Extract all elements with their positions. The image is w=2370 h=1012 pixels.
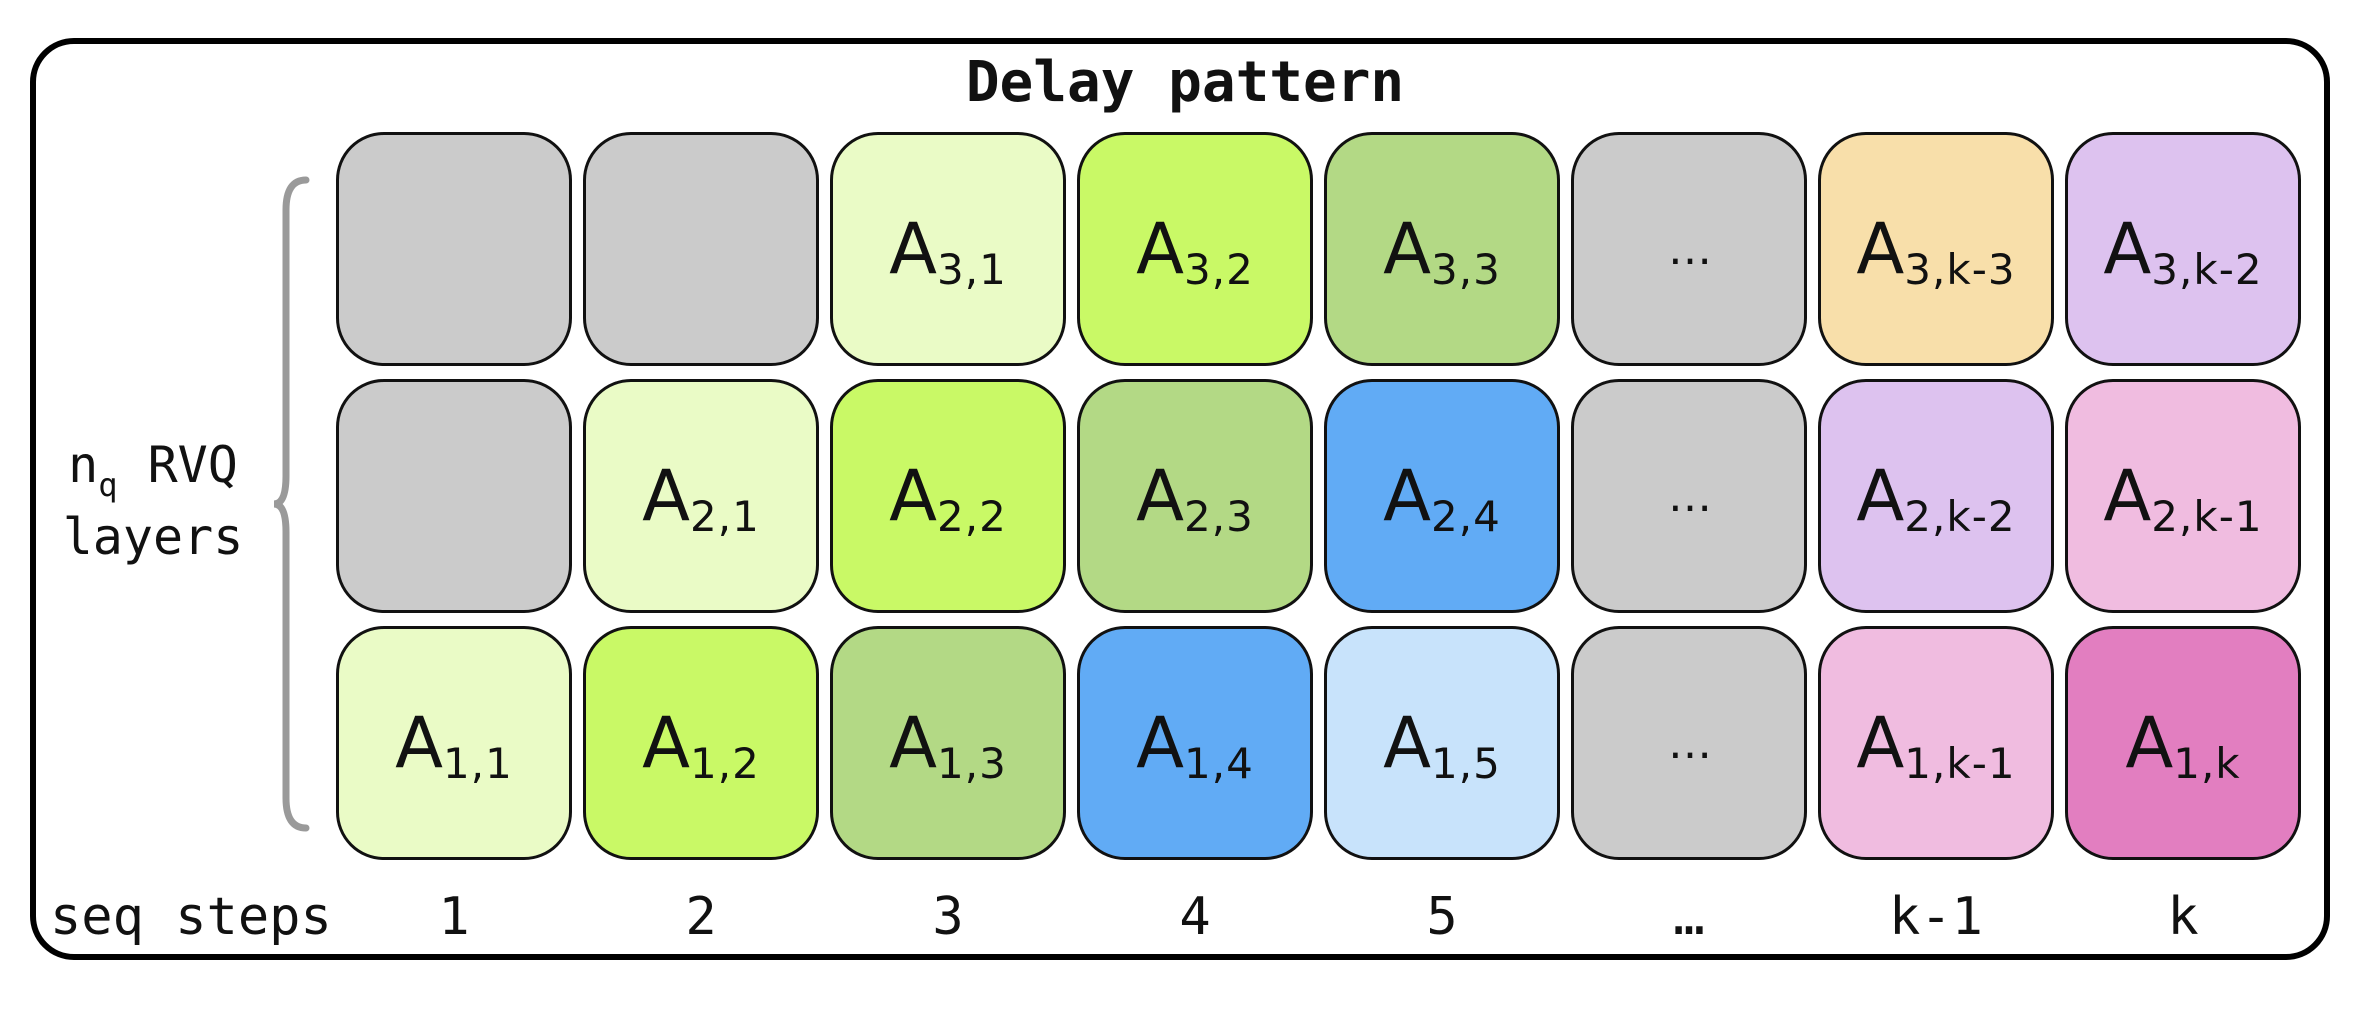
empty-cell <box>336 379 572 613</box>
token-base: A <box>642 702 691 784</box>
token-subscript: 2,1 <box>690 491 760 541</box>
token-subscript: 1,3 <box>937 738 1007 788</box>
token-base: A <box>642 455 691 537</box>
token-base: A <box>1856 455 1905 537</box>
token-base: … <box>1668 470 1712 522</box>
token-subscript: 1,5 <box>1431 738 1501 788</box>
seq-step-label: 2 <box>685 887 717 947</box>
token-subscript: 1,4 <box>1184 738 1254 788</box>
token-subscript: 3,k-2 <box>2151 244 2263 294</box>
token-base: A <box>1383 208 1432 290</box>
token-base: A <box>889 208 938 290</box>
rvq-layers-subscript: q <box>98 466 118 504</box>
rvq-layers-label-line1: nq RVQ <box>38 432 268 504</box>
diagram-title: Delay pattern <box>965 50 1405 115</box>
seq-step-label: k-1 <box>1889 887 1983 947</box>
token-base: A <box>2103 455 2152 537</box>
token-base: A <box>395 702 444 784</box>
seq-step-label: 3 <box>932 887 964 947</box>
ellipsis-cell: … <box>1571 379 1807 613</box>
ellipsis-cell: … <box>1571 132 1807 366</box>
rvq-layers-n: n <box>68 436 99 494</box>
token-base: A <box>1856 702 1905 784</box>
token-subscript: 3,2 <box>1184 244 1254 294</box>
seq-steps-label: seq steps <box>50 887 332 947</box>
token-base: A <box>1136 455 1185 537</box>
token-subscript: 1,k <box>2173 738 2241 788</box>
token-subscript: 2,2 <box>937 491 1007 541</box>
token-base: … <box>1668 717 1712 769</box>
token-subscript: 2,k-1 <box>2151 491 2263 541</box>
token-subscript: 2,3 <box>1184 491 1254 541</box>
token-base: A <box>889 702 938 784</box>
token-base: A <box>1136 702 1185 784</box>
seq-step-label: … <box>1673 887 1705 947</box>
seq-step-label: k <box>2167 887 2199 947</box>
empty-cell <box>336 132 572 366</box>
seq-step-label: 1 <box>438 887 470 947</box>
token-subscript: 1,1 <box>443 738 513 788</box>
token-subscript: 2,k-2 <box>1904 491 2016 541</box>
token-base: A <box>1136 208 1185 290</box>
rvq-layers-label: nq RVQ layers <box>38 432 268 570</box>
token-base: A <box>1856 208 1905 290</box>
rvq-layers-rvq: RVQ <box>117 436 238 494</box>
token-base: A <box>1383 702 1432 784</box>
seq-step-label: 5 <box>1426 887 1458 947</box>
rvq-layers-label-line2: layers <box>62 508 244 566</box>
token-subscript: 3,1 <box>937 244 1007 294</box>
token-subscript: 1,2 <box>690 738 760 788</box>
layers-brace-icon <box>273 176 310 832</box>
token-base: A <box>889 455 938 537</box>
token-subscript: 2,4 <box>1431 491 1501 541</box>
token-base: A <box>2103 208 2152 290</box>
token-base: … <box>1668 223 1712 275</box>
token-subscript: 1,k-1 <box>1904 738 2016 788</box>
token-base: A <box>2125 702 2174 784</box>
ellipsis-cell: … <box>1571 626 1807 860</box>
token-subscript: 3,3 <box>1431 244 1501 294</box>
token-base: A <box>1383 455 1432 537</box>
empty-cell <box>583 132 819 366</box>
seq-step-label: 4 <box>1179 887 1211 947</box>
token-subscript: 3,k-3 <box>1904 244 2016 294</box>
